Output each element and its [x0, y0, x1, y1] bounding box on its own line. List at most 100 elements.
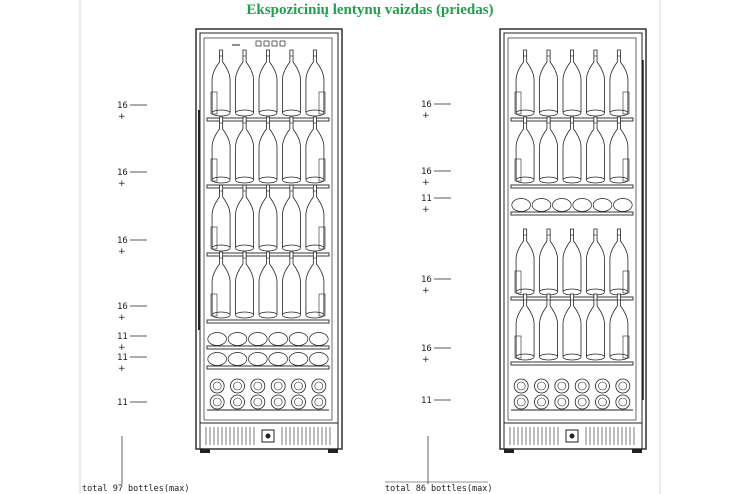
plus-sign: + [422, 355, 430, 365]
standing-bottle [539, 293, 558, 357]
shelf [206, 365, 330, 370]
bottle-end [209, 378, 225, 394]
standing-bottle [609, 228, 629, 292]
shelf [206, 319, 330, 324]
lying-bottle [288, 352, 309, 366]
right-total-label: total 86 bottles(max) [385, 484, 492, 494]
plus-sign: + [118, 247, 126, 257]
standing-bottle [282, 49, 301, 113]
standing-bottle [562, 49, 582, 113]
lying-bottle [613, 198, 633, 212]
lying-bottle [248, 352, 268, 366]
standing-bottle [609, 293, 629, 357]
standing-bottle [562, 293, 582, 357]
standing-bottle [235, 116, 254, 180]
plus-sign: + [118, 343, 126, 353]
bottle-end [534, 378, 549, 394]
standing-bottle [609, 116, 629, 180]
plus-sign: + [422, 111, 430, 121]
lying-bottle [572, 198, 592, 212]
shelf-capacity-label: 16 [421, 275, 432, 285]
bottle-end [554, 394, 570, 410]
standing-bottle [258, 251, 278, 315]
bottle-end [534, 394, 549, 410]
standing-bottle [305, 116, 325, 180]
bottle-end [291, 394, 306, 410]
control-panel [232, 40, 286, 47]
bottle-end [311, 378, 327, 394]
standing-bottle [515, 49, 535, 113]
standing-bottle [258, 49, 278, 113]
lying-bottle [227, 352, 248, 366]
shelf [510, 361, 634, 366]
shelf-capacity-label: 11 [421, 194, 432, 204]
standing-bottle [586, 228, 605, 292]
bottle-end [513, 378, 529, 394]
bottle-end [574, 394, 590, 410]
standing-bottle [211, 184, 231, 248]
bottle-end [270, 378, 286, 394]
plus-sign: + [118, 313, 126, 323]
shelf-capacity-label: 11 [117, 353, 128, 363]
left-total-label: total 97 bottles(max) [82, 484, 189, 494]
bottle-end [615, 378, 631, 394]
lying-bottle [309, 352, 329, 366]
standing-bottle [539, 49, 558, 113]
shelf [510, 211, 634, 216]
page-title: Ekspozicinių lentynų vaizdas (priedas) [246, 2, 494, 18]
standing-bottle [562, 228, 582, 292]
shelf-capacity-label: 11 [117, 398, 128, 408]
lying-bottle [268, 352, 288, 366]
shelf-capacity-label: 16 [117, 236, 128, 246]
shelf-capacity-label: 16 [117, 168, 128, 178]
standing-bottle [586, 116, 605, 180]
bottle-end [230, 378, 245, 394]
standing-bottle [586, 293, 605, 357]
standing-bottle [211, 49, 231, 113]
shelf-capacity-label: 11 [421, 396, 432, 406]
bottle-end [209, 394, 225, 410]
bottle-end [615, 394, 631, 410]
standing-bottle [235, 49, 254, 113]
bottle-end [574, 378, 590, 394]
standing-bottle [539, 116, 558, 180]
standing-bottle [211, 116, 231, 180]
base-grille [199, 422, 339, 453]
bottle-end [230, 394, 245, 410]
shelf-capacity-label: 16 [117, 302, 128, 312]
lying-bottle [248, 332, 268, 346]
standing-bottle [515, 228, 535, 292]
standing-bottle [282, 251, 301, 315]
standing-bottle [282, 184, 301, 248]
bottle-end [250, 394, 266, 410]
shelf-capacity-label: 16 [421, 100, 432, 110]
plus-sign: + [422, 286, 430, 296]
lying-bottle [207, 352, 227, 366]
standing-bottle [515, 116, 535, 180]
lying-bottle [268, 332, 288, 346]
lying-bottle [552, 198, 572, 212]
lying-bottle [288, 332, 309, 346]
standing-bottle [282, 116, 301, 180]
standing-bottle [586, 49, 605, 113]
shelf [510, 184, 634, 189]
standing-bottle [211, 251, 231, 315]
shelf-capacity-label: 16 [421, 167, 432, 177]
plus-sign: + [422, 178, 430, 188]
lying-bottle [309, 332, 329, 346]
shelf-capacity-label: 11 [117, 332, 128, 342]
bottle-end [311, 394, 327, 410]
bottle-end [554, 378, 570, 394]
standing-bottle [562, 116, 582, 180]
shelf-capacity-label: 16 [117, 101, 128, 111]
standing-bottle [609, 49, 629, 113]
bottle-end [250, 378, 266, 394]
plus-sign: + [422, 205, 430, 215]
lying-bottle [207, 332, 227, 346]
bottle-end [291, 378, 306, 394]
left-fridge [195, 28, 343, 453]
plus-sign: + [118, 179, 126, 189]
right-fridge [499, 28, 647, 453]
plus-sign: + [118, 112, 126, 122]
